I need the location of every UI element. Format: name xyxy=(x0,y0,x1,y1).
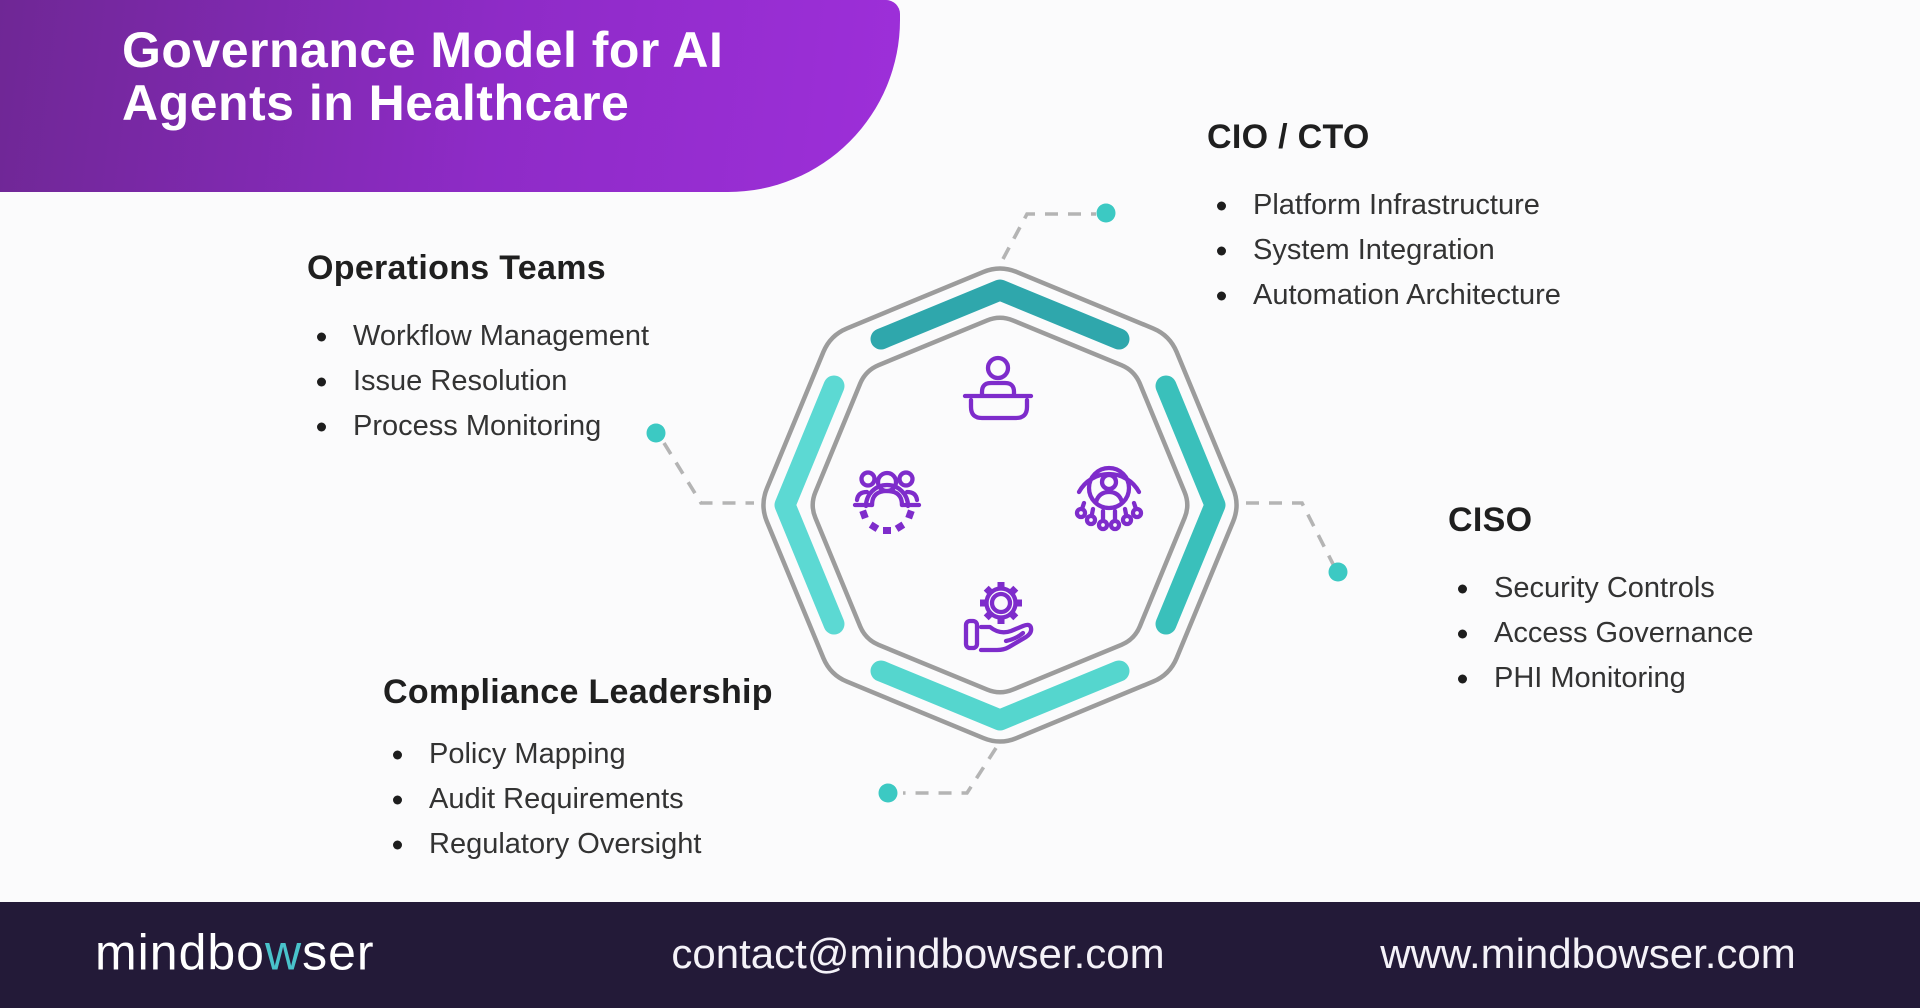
dot-cio-cto xyxy=(1096,203,1116,223)
list-item: Platform Infrastructure xyxy=(1207,183,1561,228)
page-title: Governance Model for AI Agents in Health… xyxy=(122,24,723,130)
page-title-line1: Governance Model for AI xyxy=(122,22,724,78)
section-operations-teams: Operations Teams Workflow Management Iss… xyxy=(307,248,649,449)
team-gear-icon xyxy=(852,470,922,534)
page-title-line2: Agents in Healthcare xyxy=(122,75,630,131)
connector-operations xyxy=(662,442,754,505)
list-item: Workflow Management xyxy=(307,314,649,359)
section-title-cio-cto: CIO / CTO xyxy=(1207,118,1370,156)
section-title-ciso: CISO xyxy=(1448,501,1533,539)
list-item: PHI Monitoring xyxy=(1448,656,1754,701)
mindbowser-logo: mindbowser xyxy=(95,924,375,982)
logo-prefix: mindbo xyxy=(95,924,265,981)
list-item: Policy Mapping xyxy=(383,732,773,777)
dot-operations xyxy=(646,423,666,443)
executive-desk-icon xyxy=(962,355,1034,421)
section-list-ciso: Security Controls Access Governance PHI … xyxy=(1448,566,1754,701)
section-ciso: CISO Security Controls Access Governance… xyxy=(1448,500,1754,701)
section-title-operations: Operations Teams xyxy=(307,249,606,287)
logo-suffix: ser xyxy=(302,924,375,981)
list-item: Issue Resolution xyxy=(307,359,649,404)
ai-user-network-icon xyxy=(1074,465,1144,532)
connector-ciso xyxy=(1246,501,1336,567)
list-item: Access Governance xyxy=(1448,611,1754,656)
list-item: Process Monitoring xyxy=(307,404,649,449)
chevron-left xyxy=(774,375,845,635)
section-list-cio-cto: Platform Infrastructure System Integrati… xyxy=(1207,183,1561,318)
logo-accent-letter: w xyxy=(265,924,303,981)
octagon-outer-outline xyxy=(761,266,1239,744)
list-item: Automation Architecture xyxy=(1207,273,1561,318)
website-url: www.mindbowser.com xyxy=(1380,930,1796,978)
hand-gear-icon xyxy=(963,582,1034,653)
octagon-inner-outline xyxy=(810,315,1190,695)
list-item: System Integration xyxy=(1207,228,1561,273)
chevron-right xyxy=(1155,375,1226,635)
chevron-bottom xyxy=(870,660,1130,731)
header-banner: Governance Model for AI Agents in Health… xyxy=(0,0,900,192)
chevron-top xyxy=(870,279,1130,350)
list-item: Audit Requirements xyxy=(383,777,773,822)
list-item: Regulatory Oversight xyxy=(383,822,773,867)
section-list-compliance: Policy Mapping Audit Requirements Regula… xyxy=(383,732,773,867)
connector-cio-cto xyxy=(1001,212,1096,260)
dot-ciso xyxy=(1328,562,1348,582)
list-item: Security Controls xyxy=(1448,566,1754,611)
section-list-operations: Workflow Management Issue Resolution Pro… xyxy=(307,314,649,449)
section-cio-cto: CIO / CTO Platform Infrastructure System… xyxy=(1207,117,1561,318)
footer-bar: mindbowser contact@mindbowser.com www.mi… xyxy=(0,902,1920,1008)
contact-email: contact@mindbowser.com xyxy=(671,930,1165,978)
section-compliance-leadership: Compliance Leadership Policy Mapping Aud… xyxy=(383,672,773,867)
connector-compliance xyxy=(903,747,998,795)
section-title-compliance: Compliance Leadership xyxy=(383,673,773,711)
dot-compliance xyxy=(878,783,898,803)
